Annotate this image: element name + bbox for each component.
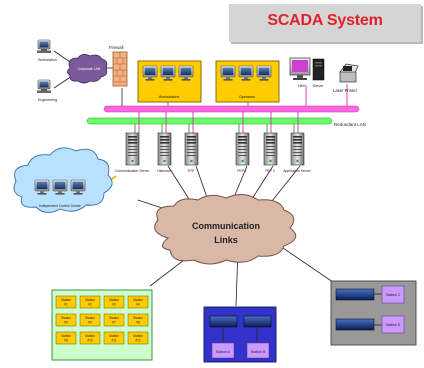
station-cell bbox=[55, 331, 77, 345]
station-c-box bbox=[381, 285, 405, 304]
communication-links-cloud: Communication Links bbox=[154, 194, 297, 265]
workstation-pc: Workstation bbox=[36, 39, 57, 62]
station-cell bbox=[79, 313, 101, 327]
station-d-box bbox=[381, 315, 405, 334]
communication-links-word-1: Communication bbox=[192, 221, 260, 231]
svg-text:Communication Server: Communication Server bbox=[115, 169, 150, 173]
station-cell-label: Station bbox=[133, 316, 143, 320]
svg-text:Engineering: Engineering bbox=[38, 98, 57, 102]
svg-text:Station B: Station B bbox=[251, 350, 266, 354]
firewall: Firewall bbox=[109, 45, 128, 87]
svg-text:Laser Printer: Laser Printer bbox=[333, 88, 358, 93]
fep-1-server: FEP 1 bbox=[235, 132, 250, 173]
svg-text:FEP 2: FEP 2 bbox=[265, 169, 274, 173]
redundant-lan-label: Redundant LAN bbox=[334, 122, 366, 127]
station-cell-number: #11 bbox=[111, 339, 116, 343]
svg-text:FEP 1: FEP 1 bbox=[237, 169, 246, 173]
station-cell-number: #7 bbox=[112, 321, 116, 325]
svg-text:RTP: RTP bbox=[188, 169, 195, 173]
station-cell bbox=[103, 295, 125, 309]
svg-text:Station C: Station C bbox=[386, 293, 401, 297]
engineering-pc: Engineering bbox=[36, 79, 57, 102]
station-cell bbox=[103, 313, 125, 327]
page-title: SCADA System bbox=[267, 12, 383, 29]
station-cell-label: Station bbox=[133, 298, 143, 302]
svg-text:Communication: Communication bbox=[192, 221, 260, 231]
station-cell-number: #2 bbox=[88, 303, 92, 307]
svg-text:Operators: Operators bbox=[239, 95, 255, 99]
communication-server: Communication Server bbox=[115, 132, 150, 173]
operators-group: Operators bbox=[215, 60, 280, 103]
station-cell-number: #6 bbox=[88, 321, 92, 325]
svg-text:Station A: Station A bbox=[216, 350, 231, 354]
station-cell-label: Station bbox=[61, 316, 71, 320]
svg-text:HMI: HMI bbox=[298, 84, 305, 88]
station-cell-number: #5 bbox=[64, 321, 68, 325]
station-cell bbox=[103, 331, 125, 345]
station-cell-number: #9 bbox=[64, 339, 68, 343]
workstations-group: Workstations bbox=[137, 60, 202, 103]
svg-text:Application Server: Application Server bbox=[283, 169, 311, 173]
station-cell-label: Station bbox=[61, 334, 71, 338]
independent-control-centre: Independent Control Centre bbox=[13, 147, 113, 213]
firewall-label: Firewall bbox=[109, 45, 123, 50]
station-cell bbox=[127, 313, 149, 327]
station-cell-label: Station bbox=[109, 316, 119, 320]
corporate-lan-cloud: Corporate LAN bbox=[67, 54, 108, 84]
station-cell-label: Station bbox=[109, 334, 119, 338]
title-banner: SCADA System bbox=[229, 4, 421, 42]
svg-text:Server: Server bbox=[313, 84, 324, 88]
laser-printer: Laser Printer bbox=[333, 63, 359, 93]
svg-text:Independent Control Centre: Independent Control Centre bbox=[39, 204, 81, 208]
station-cell-label: Station bbox=[109, 298, 119, 302]
station-cell bbox=[79, 295, 101, 309]
svg-text:Links: Links bbox=[214, 235, 238, 245]
station-b-box bbox=[246, 342, 270, 359]
svg-text:Workstation: Workstation bbox=[38, 58, 57, 62]
station-a-box bbox=[211, 342, 235, 359]
main-lan-bus bbox=[103, 105, 360, 113]
server-box: Server bbox=[312, 58, 324, 88]
station-cell bbox=[127, 331, 149, 345]
svg-text:Station D: Station D bbox=[386, 323, 401, 327]
communication-links-word-2: Links bbox=[214, 235, 238, 245]
svg-text:Workstations: Workstations bbox=[159, 95, 180, 99]
fep-2-server: FEP 2 bbox=[263, 132, 278, 173]
station-cell-number: #12 bbox=[135, 339, 141, 343]
station-cell bbox=[55, 313, 77, 327]
station-cell bbox=[127, 295, 149, 309]
station-cell-number: #8 bbox=[136, 321, 140, 325]
rtp-server: RTP bbox=[184, 132, 199, 173]
station-cell-number: #4 bbox=[136, 303, 140, 307]
station-cell-label: Station bbox=[85, 316, 95, 320]
redundant-lan-bus bbox=[86, 117, 333, 125]
station-cell-number: #3 bbox=[112, 303, 116, 307]
bus-drops bbox=[138, 84, 348, 133]
hmi-station: HMI bbox=[289, 57, 311, 88]
station-cell-number: #1 bbox=[64, 303, 68, 307]
svg-text:Corporate LAN: Corporate LAN bbox=[78, 67, 101, 71]
station-cell-label: Station bbox=[61, 298, 71, 302]
grey-station-group: Station C Station D bbox=[330, 280, 417, 346]
station-cell-label: Station bbox=[85, 298, 95, 302]
station-cell-label: Station bbox=[133, 334, 143, 338]
application-server: Application Server bbox=[283, 132, 312, 173]
station-grid: Station#1Station#2Station#3Station#4Stat… bbox=[51, 289, 153, 361]
blue-station-group: Station A Station B bbox=[203, 306, 277, 363]
station-cell-number: #10 bbox=[87, 339, 93, 343]
station-cell bbox=[79, 331, 101, 345]
station-cell-label: Station bbox=[85, 334, 95, 338]
station-cell bbox=[55, 295, 77, 309]
historian-server: Historian bbox=[157, 132, 172, 173]
svg-text:Historian: Historian bbox=[157, 169, 170, 173]
bus-drops-green bbox=[134, 124, 295, 133]
